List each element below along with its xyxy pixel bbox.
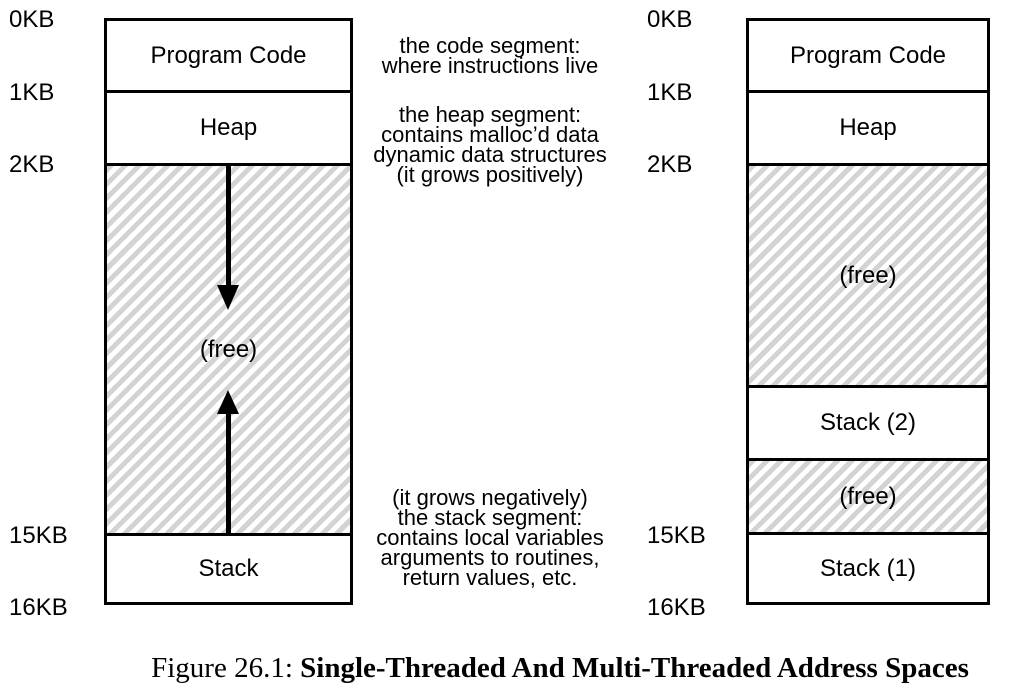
- segment-stack-1: Stack (1): [749, 535, 987, 602]
- stack-growth-arrow-icon: [226, 414, 231, 533]
- segment-stack: Stack: [107, 536, 350, 602]
- annotation-code-segment: the code segment: where instructions liv…: [340, 33, 640, 78]
- address-label-right-1kb: 1KB: [647, 79, 693, 106]
- segment-label: (free): [839, 261, 897, 289]
- segment-heap: Heap: [107, 93, 350, 166]
- annotation-heap-segment: the heap segment: contains malloc’d data…: [340, 102, 640, 187]
- address-label-right-2kb: 2KB: [647, 151, 693, 178]
- segment-program-code: Program Code: [107, 21, 350, 93]
- single-threaded-address-space-box: Program Code Heap (free) Stack: [104, 18, 353, 605]
- address-label-right-15kb: 15KB: [647, 522, 706, 549]
- segment-heap: Heap: [749, 93, 987, 166]
- address-label-left-0kb: 0KB: [9, 6, 55, 33]
- segment-free-upper: (free): [749, 166, 987, 388]
- annotation-line: return values, etc.: [402, 565, 578, 590]
- annotation-line: contains malloc’d data: [381, 122, 599, 147]
- annotation-line: the heap segment:: [398, 102, 582, 127]
- annotation-line: the code segment:: [399, 33, 581, 58]
- annotation-line: the stack segment:: [397, 505, 583, 530]
- address-label-left-15kb: 15KB: [9, 522, 68, 549]
- figure-caption: Figure 26.1: Single-Threaded And Multi-T…: [85, 652, 1030, 685]
- address-label-left-16kb: 16KB: [9, 594, 68, 621]
- segment-program-code: Program Code: [749, 21, 987, 93]
- segment-label: Stack: [198, 555, 259, 582]
- multi-threaded-address-space-box: Program Code Heap (free) Stack (2) (free…: [746, 18, 990, 605]
- heap-growth-arrow-icon: [226, 166, 231, 285]
- segment-stack-2: Stack (2): [749, 388, 987, 461]
- segment-label: Heap: [839, 114, 897, 141]
- segment-label: Heap: [199, 114, 258, 141]
- segment-free: (free): [107, 166, 350, 536]
- caption-title: Single-Threaded And Multi-Threaded Addre…: [300, 652, 969, 684]
- address-label-right-16kb: 16KB: [647, 594, 706, 621]
- segment-label: Stack (1): [819, 554, 917, 582]
- annotation-line: (it grows positively): [396, 162, 584, 187]
- annotation-line: dynamic data structures: [373, 142, 607, 167]
- segment-label: (free): [839, 482, 897, 510]
- annotation-line: where instructions live: [381, 53, 599, 78]
- segment-free-lower: (free): [749, 461, 987, 535]
- annotation-line: (it grows negatively): [392, 485, 588, 510]
- segment-label: Program Code: [789, 41, 947, 69]
- address-label-left-2kb: 2KB: [9, 151, 55, 178]
- segment-label: (free): [199, 335, 258, 363]
- caption-prefix: Figure 26.1:: [151, 652, 301, 684]
- arrow-up-icon: [217, 390, 239, 414]
- annotation-line: arguments to routines,: [380, 545, 600, 570]
- segment-label: Program Code: [150, 41, 307, 69]
- segment-label: Stack (2): [819, 409, 917, 436]
- address-label-left-1kb: 1KB: [9, 79, 55, 106]
- arrow-down-icon: [217, 285, 239, 310]
- address-label-right-0kb: 0KB: [647, 6, 693, 33]
- annotation-line: contains local variables: [376, 525, 604, 550]
- annotation-stack-segment: (it grows negatively) the stack segment:…: [340, 485, 640, 590]
